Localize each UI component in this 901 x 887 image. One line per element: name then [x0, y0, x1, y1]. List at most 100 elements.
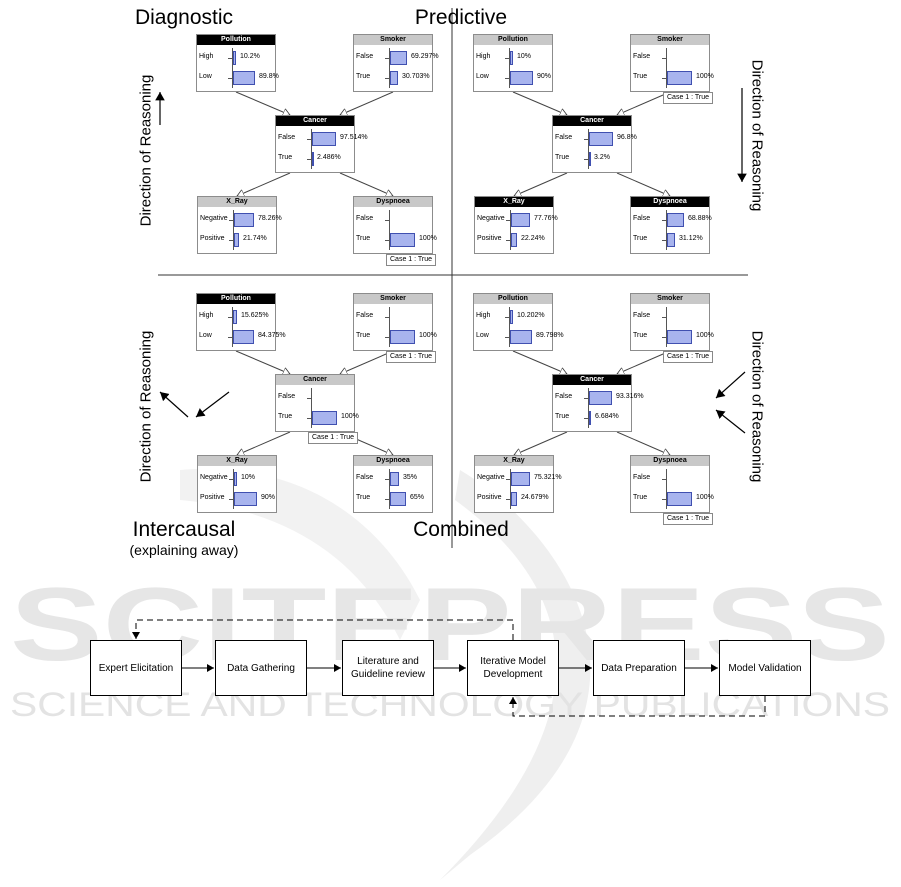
process-step[interactable]: Data Gathering [215, 640, 307, 696]
node-title: Cancer [276, 375, 354, 385]
diagnostic-edge-cancer-xray [237, 172, 291, 196]
state-label: Negative [200, 215, 228, 222]
probability-bar [234, 213, 254, 227]
probability-bar [510, 51, 513, 65]
state-tick [229, 499, 233, 500]
state-label: Positive [200, 235, 225, 242]
probability-bar [589, 411, 591, 425]
combined-title: Combined [413, 518, 509, 541]
probability-bar [667, 233, 675, 247]
process-step[interactable]: Iterative Model Development [467, 640, 559, 696]
node-title: Cancer [276, 116, 354, 126]
case-evidence-badge: Case 1 : True [386, 254, 437, 266]
probability-bar [390, 71, 398, 85]
probability-value: 84.375% [258, 332, 286, 339]
probability-bar [234, 492, 257, 506]
probability-value: 68.88% [688, 215, 712, 222]
node-title: Cancer [553, 375, 631, 385]
process-step[interactable]: Literature and Guideline review [342, 640, 434, 696]
probability-value: 10% [241, 474, 256, 481]
state-tick [385, 240, 389, 241]
state-label: False [555, 134, 573, 141]
state-tick [385, 337, 389, 338]
state-label: False [278, 393, 296, 400]
state-tick [307, 418, 311, 419]
predictive-edge-pollution-cancer [512, 91, 567, 115]
predictive-edge-smoker-cancer [617, 91, 671, 115]
node-title: Pollution [474, 35, 552, 45]
state-tick [229, 220, 233, 221]
probability-bar [234, 472, 237, 486]
node-title: Smoker [631, 35, 709, 45]
probability-value: 100% [696, 332, 714, 339]
case-evidence-badge: Case 1 : True [386, 351, 437, 363]
state-tick [662, 499, 666, 500]
probability-bar [390, 492, 406, 506]
node-axis [233, 210, 234, 250]
state-label: Positive [477, 494, 502, 501]
probability-value: 90% [537, 73, 552, 80]
intercausal-edge-cancer-xray [237, 431, 291, 455]
probability-value: 30.703% [402, 73, 430, 80]
probability-value: 89.798% [536, 332, 564, 339]
node-axis [509, 307, 510, 347]
probability-value: 96.8% [617, 134, 637, 141]
state-label: Low [476, 332, 489, 339]
state-label: Low [199, 73, 212, 80]
node-axis [666, 48, 667, 88]
state-tick [228, 78, 232, 79]
probability-bar [390, 233, 415, 247]
state-row-false: False [631, 49, 709, 67]
node-axis [666, 307, 667, 347]
state-label: Negative [477, 474, 505, 481]
probability-bar [312, 411, 337, 425]
process-step[interactable]: Model Validation [719, 640, 811, 696]
process-step[interactable]: Expert Elicitation [90, 640, 182, 696]
probability-value: 22.24% [521, 235, 545, 242]
combined-edge-cancer-dyspnoea [616, 431, 670, 455]
node-axis [510, 469, 511, 509]
node-title: Dyspnoea [354, 197, 432, 207]
case-evidence-badge: Case 1 : True [663, 351, 714, 363]
predictive-title: Predictive [414, 6, 508, 29]
node-axis [232, 48, 233, 88]
state-tick [662, 78, 666, 79]
state-tick [228, 317, 232, 318]
probability-value: 100% [419, 332, 437, 339]
diagnostic-title: Diagnostic [134, 6, 234, 29]
process-step[interactable]: Data Preparation [593, 640, 685, 696]
